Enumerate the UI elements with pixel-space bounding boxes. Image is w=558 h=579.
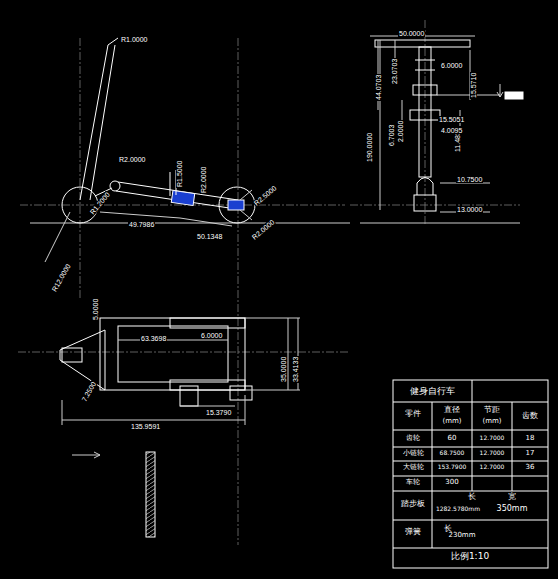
table-cell: (mm) [441, 418, 462, 425]
dimension-label: 5.0000 [92, 298, 99, 321]
dimension-label: R2.0000 [200, 166, 207, 194]
dimension-label: 10.7500 [456, 176, 483, 183]
table-cell: 踏步板 [400, 500, 426, 508]
table-cell: 齿轮 [405, 435, 421, 442]
dimension-label: R2.0000 [118, 156, 146, 163]
table-cell: 12.7000 [479, 464, 506, 470]
dimension-label: R2.0000 [250, 218, 276, 242]
dimension-label: R1.5000 [176, 160, 183, 188]
dimension-label: 190.0000 [366, 132, 373, 163]
dimension-label: 50.0000 [398, 30, 425, 37]
dimension-label: 6.0000 [440, 62, 463, 69]
table-cell: 节距 [483, 406, 501, 414]
dimension-label: R1.0000 [120, 36, 148, 43]
table-cell: 12.7000 [479, 435, 506, 441]
table-cell: 153.7900 [437, 464, 468, 470]
table-cell: 零件 [404, 410, 422, 418]
dimension-label: 7.2500 [80, 380, 98, 404]
dimension-label: 50.1348 [196, 233, 223, 240]
table-cell: 车轮 [405, 479, 421, 486]
table-cell: 18 [525, 435, 536, 442]
table-cell: 12.7000 [479, 450, 506, 456]
table-cell: 直径 [443, 406, 461, 414]
dimension-label: 13.0000 [456, 206, 483, 213]
table-cell: 300 [444, 479, 459, 486]
table-cell: (mm) [481, 418, 502, 425]
dimension-label: 135.9591 [130, 423, 161, 430]
table-cell: 230mm [448, 532, 477, 539]
table-cell: 长 [467, 493, 477, 501]
dimension-label: 15.5051 [438, 116, 465, 123]
table-cell: 弹簧 [404, 528, 422, 536]
table-cell: 大链轮 [402, 464, 425, 471]
dimension-label: 33.4133 [292, 356, 299, 383]
dimension-label: 15.5710 [470, 72, 477, 99]
table-cell: 小链轮 [402, 450, 425, 457]
table-cell: 17 [525, 450, 536, 457]
dimension-label: 4.0095 [440, 127, 463, 134]
table-cell: 1282.5780mm [435, 506, 481, 512]
table-title: 健身自行车 [409, 387, 456, 396]
dimension-label: 49.7986 [128, 221, 155, 228]
table-cell: 36 [525, 464, 536, 471]
table-cell: 比例1:10 [450, 552, 490, 561]
dimension-label: 2.0000 [397, 120, 404, 143]
dimension-label: 6.0000 [200, 332, 223, 339]
dimension-label: 23.0703 [391, 58, 398, 85]
table-cell: 宽 [507, 493, 517, 501]
dimension-label: 63.3698 [140, 335, 167, 342]
dimension-label: R12.0000 [50, 262, 72, 294]
dimension-label: 6.7003 [388, 124, 395, 147]
dimension-label: 15.3790 [205, 409, 232, 416]
table-cell: 350mm [496, 505, 529, 513]
dimension-label: 44.0703 [375, 74, 382, 101]
dimension-label: R2.5000 [252, 184, 278, 208]
dimension-label: 35.0000 [280, 356, 287, 383]
table-cell: 68.7500 [439, 450, 466, 456]
table-cell: 60 [447, 435, 458, 442]
table-cell: 齿数 [521, 412, 539, 420]
